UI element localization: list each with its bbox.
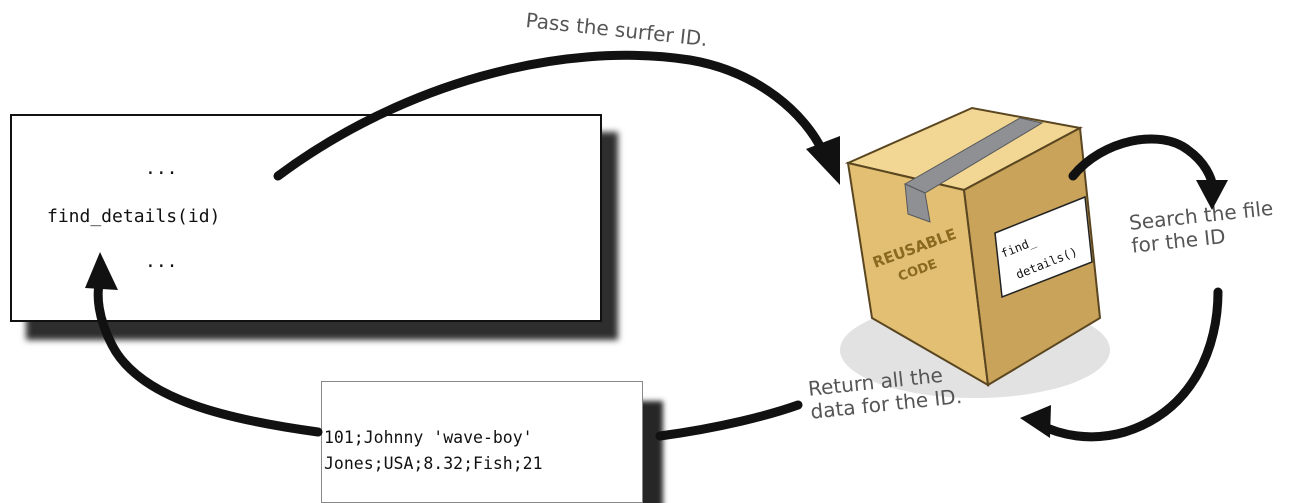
tape-front [904, 183, 931, 223]
record-line-1: 101;Johnny 'wave-boy' [324, 428, 533, 447]
code-snippet-box: ... find_details(id) ... [10, 114, 602, 322]
record-line-2: Jones;USA;8.32;Fish;21 [324, 454, 543, 473]
box-label-card [994, 195, 1093, 299]
data-record-box: 101;Johnny 'wave-boy' Jones;USA;8.32;Fis… [321, 381, 643, 503]
find-details-call: find_details(id) [47, 206, 221, 227]
code-ellipsis-top: ... [145, 158, 178, 179]
code-ellipsis-bottom: ... [145, 251, 178, 272]
